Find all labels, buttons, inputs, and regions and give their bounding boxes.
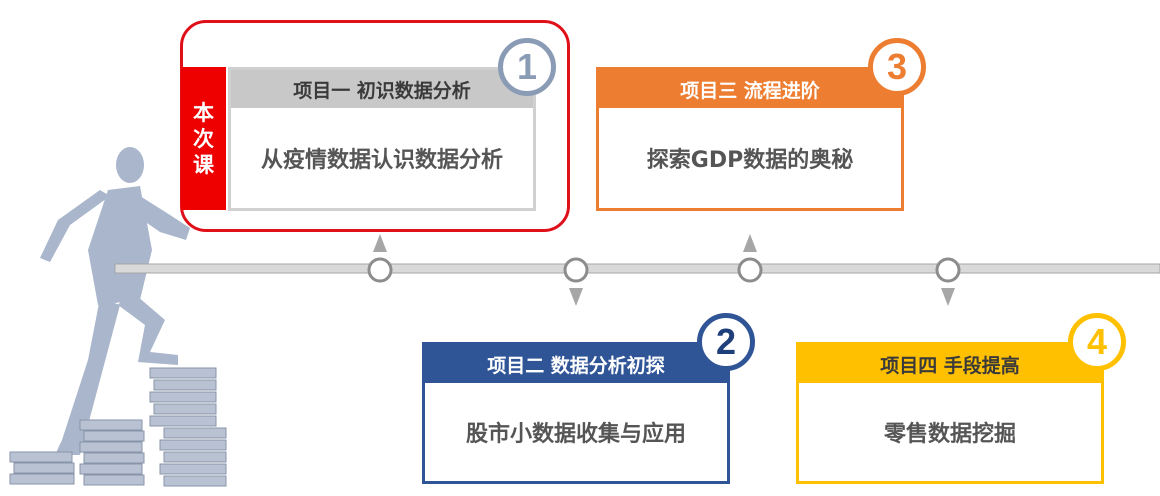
arrow-down-2 xyxy=(569,288,583,306)
project-card-3[interactable]: 项目三 流程进阶 探索GDP数据的奥秘 xyxy=(596,67,904,211)
project-card-2-subtitle: 股市小数据收集与应用 xyxy=(465,422,686,447)
arrow-up-3 xyxy=(743,234,757,252)
project-card-3-subtitle: 探索GDP数据的奥秘 xyxy=(646,148,854,173)
timeline-node-1 xyxy=(367,257,393,283)
project-card-4[interactable]: 项目四 手段提高 零售数据挖掘 xyxy=(796,342,1104,484)
project-badge-1: 1 xyxy=(498,38,556,96)
timeline-node-2 xyxy=(563,257,589,283)
runner-illustration xyxy=(9,147,227,487)
project-card-4-title: 项目四 手段提高 xyxy=(799,345,1101,383)
arrow-up-1 xyxy=(373,234,387,252)
timeline-node-4 xyxy=(935,257,961,283)
project-badge-4: 4 xyxy=(1068,313,1126,371)
project-card-1-subtitle: 从疫情数据认识数据分析 xyxy=(260,148,503,173)
project-card-1[interactable]: 项目一 初识数据分析 从疫情数据认识数据分析 xyxy=(228,67,536,211)
current-lesson-label: 本次课 xyxy=(193,100,214,177)
project-card-2[interactable]: 项目二 数据分析初探 股市小数据收集与应用 xyxy=(422,342,730,484)
project-card-3-title: 项目三 流程进阶 xyxy=(599,70,901,108)
timeline-node-3 xyxy=(737,257,763,283)
project-card-4-subtitle: 零售数据挖掘 xyxy=(883,422,1016,447)
timeline-line xyxy=(114,263,1160,274)
current-lesson-tag: 本次课 xyxy=(181,67,226,210)
project-badge-3: 3 xyxy=(868,38,926,96)
arrow-down-4 xyxy=(941,288,955,306)
project-card-2-title: 项目二 数据分析初探 xyxy=(425,345,727,383)
project-card-1-title: 项目一 初识数据分析 xyxy=(231,70,533,108)
project-badge-2: 2 xyxy=(697,313,755,371)
